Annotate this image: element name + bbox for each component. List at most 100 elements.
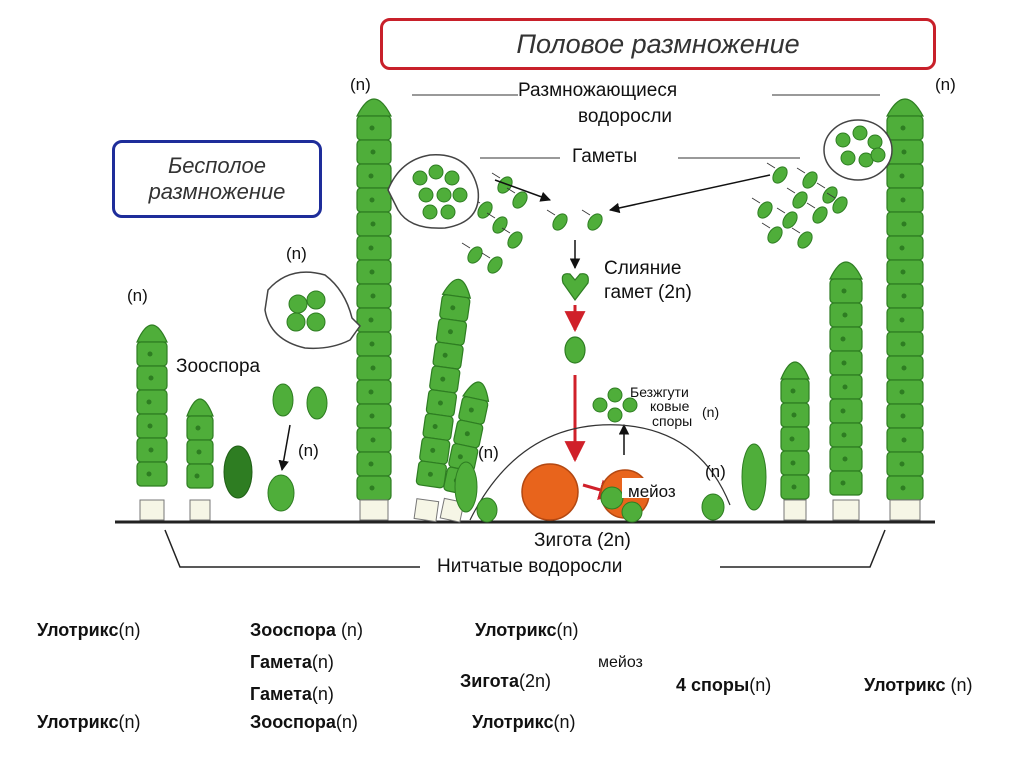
young-filament [701, 493, 725, 521]
zoospore-cell [306, 290, 326, 310]
algae-illustration [115, 94, 935, 568]
label-aflagellate-3: споры [652, 413, 693, 429]
zoospore-cell [306, 386, 328, 420]
flow-zoospore-2: Зооспора(n) [250, 712, 358, 732]
gamete [512, 191, 528, 209]
flow-meiosis: мейоз [598, 654, 643, 671]
label-ploidy: (n) [702, 404, 720, 420]
meiosis-curve [469, 424, 731, 521]
label-fusion: Слияние [604, 258, 682, 279]
flow-ulotrix-4: Улотрикс(n) [37, 712, 141, 732]
gamete [552, 213, 568, 231]
zoospore-cell [272, 383, 294, 417]
label-meiosis: мейоз [628, 482, 676, 501]
label-ploidy: (n) [705, 462, 726, 481]
label-ploidy: (n) [478, 443, 499, 462]
zoospore-cell [288, 294, 308, 314]
filament [886, 98, 924, 521]
filament [829, 261, 863, 521]
gamete [587, 213, 603, 231]
gamete-cell [444, 170, 460, 186]
gamete-cell [418, 187, 434, 203]
young-filament [454, 461, 478, 513]
label-zoospore: Зооспора [176, 356, 261, 377]
gamete [497, 176, 513, 194]
gamete-cell [835, 132, 851, 148]
gametes-group [461, 162, 848, 274]
gamete [757, 201, 773, 219]
flow-ulotrix-1: Улотрикс(n) [37, 620, 141, 640]
gamete [832, 196, 848, 214]
filament [186, 398, 214, 521]
gamete [782, 211, 798, 229]
flow-gamete-1: Гамета(n) [250, 652, 334, 672]
flow-zygote: Зигота(2n) [460, 671, 551, 691]
label-filamentous-algae: Нитчатые водоросли [437, 556, 623, 577]
asexual-reproduction-box: Бесполое размножение [112, 140, 322, 218]
flow-gamete-2: Гамета(n) [250, 684, 334, 704]
label-ploidy: (n) [127, 286, 148, 305]
zygote [521, 463, 579, 521]
gamete-cell [852, 125, 868, 141]
gamete-cell [867, 134, 883, 150]
gamete [492, 216, 508, 234]
flow-spores: 4 споры(n) [676, 675, 772, 695]
asexual-title-text: Бесполое размножение [148, 152, 286, 204]
sexual-reproduction-title: Половое размножение [380, 18, 936, 70]
gamete [487, 256, 503, 274]
filament [136, 324, 168, 521]
young-filament [476, 497, 498, 523]
label-aflagellate: Безжгути [630, 384, 689, 400]
gamete [467, 246, 483, 264]
flow-zoospore-1: Зооспора (n) [250, 620, 363, 640]
label-aflagellate-2: ковые [650, 398, 690, 414]
filament-bracket [164, 529, 886, 568]
gamete-cell [840, 150, 856, 166]
label-ploidy: (n) [298, 441, 319, 460]
spore-cells-group [286, 125, 886, 332]
gamete [767, 226, 783, 244]
label-ploidy: (n) [350, 75, 371, 94]
aflagellate-spore [607, 387, 623, 403]
title-text: Половое размножение [516, 28, 800, 59]
gamete-cell [452, 187, 468, 203]
arrow [494, 179, 551, 202]
zoospore-cell [306, 312, 326, 332]
gamete [812, 206, 828, 224]
gamete [802, 171, 818, 189]
label-ploidy: (n) [286, 244, 307, 263]
aflagellate-spore [622, 397, 638, 413]
label-gametes: Гаметы [572, 146, 638, 167]
gamete-cell [422, 204, 438, 220]
young-zygote [564, 336, 586, 364]
young-filament [223, 445, 253, 499]
gamete [792, 191, 808, 209]
label-reproducing-algae: Размножающиеся [518, 80, 678, 101]
flow-ulotrix-3: Улотрикс (n) [864, 675, 973, 695]
label-zygote: Зигота (2n) [534, 530, 631, 551]
filaments-group [136, 98, 924, 523]
zoospore-cell [286, 312, 306, 332]
fused-gametes [561, 273, 589, 302]
gamete-cell [870, 147, 886, 163]
gamete [772, 166, 788, 184]
aflagellate-spore [592, 397, 608, 413]
filament [356, 98, 392, 521]
flow-ulotrix-2: Улотрикс(n) [475, 620, 579, 640]
gamete [507, 231, 523, 249]
gamete-cell [412, 170, 428, 186]
arrow [278, 424, 291, 472]
germinating-zoospore [267, 474, 295, 512]
young-filament [741, 443, 767, 511]
filament [780, 361, 810, 521]
aflagellate-spore [607, 407, 623, 423]
gamete-cell [436, 187, 452, 203]
zoosporangium [264, 271, 361, 350]
label-fusion-2: гамет (2n) [604, 282, 692, 303]
gamete-cell [428, 164, 444, 180]
gamete [797, 231, 813, 249]
filament [413, 278, 472, 523]
flow-ulotrix-5: Улотрикс(n) [472, 712, 576, 732]
label-ploidy: (n) [935, 75, 956, 94]
